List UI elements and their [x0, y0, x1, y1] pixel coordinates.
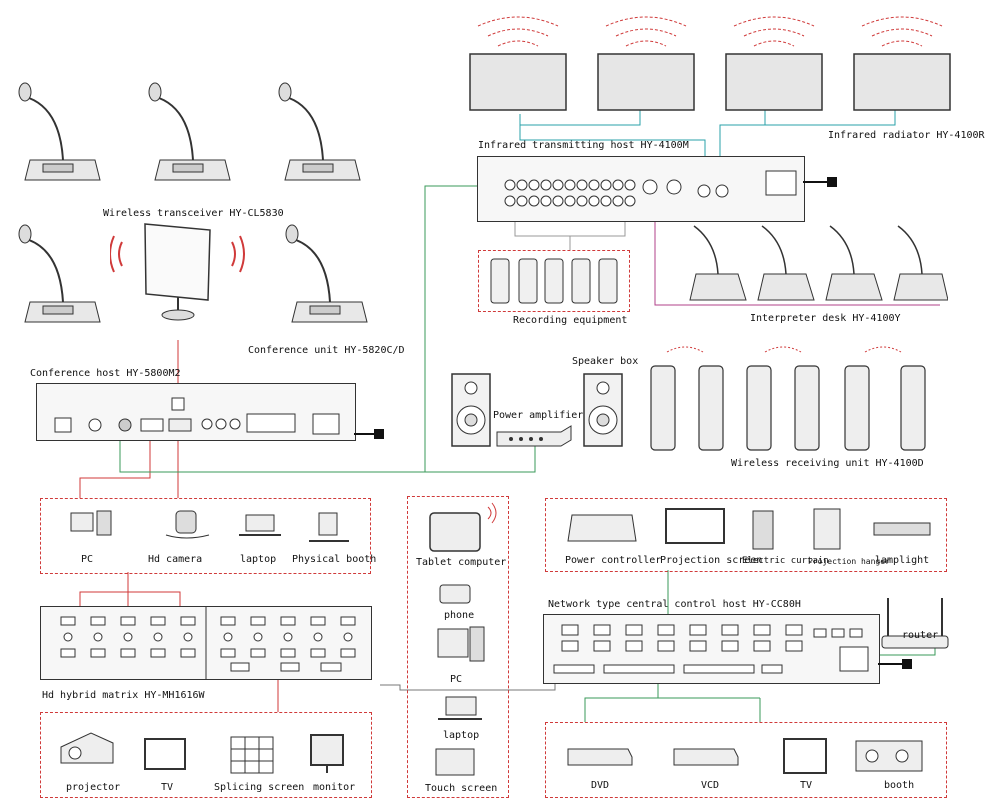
power-plug-host — [354, 429, 384, 439]
speaker-left — [451, 373, 491, 447]
label-media-tv: TV — [800, 780, 813, 791]
label-electric-curtain: Electric curtain — [742, 556, 829, 566]
recording-box — [478, 250, 630, 312]
wireless-receiving-units — [650, 346, 926, 451]
power-amplifier — [496, 425, 572, 447]
label-projection-screen: Projection screen — [660, 555, 763, 566]
ir-radiator-2 — [597, 16, 695, 111]
conference-mic-5 — [285, 224, 368, 323]
conference-host — [36, 383, 356, 441]
label-media-vcd: VCD — [701, 780, 720, 791]
label-input-camera: Hd camera — [148, 554, 203, 565]
label-conference-host: Conference host HY-5800M2 — [30, 368, 181, 379]
conference-mic-3 — [278, 82, 361, 181]
media-players-box — [545, 722, 947, 798]
label-central-control: Network type central control host HY-CC8… — [548, 599, 801, 610]
label-mobile-touch: Touch screen — [425, 783, 498, 794]
ir-radiator-3 — [725, 16, 823, 111]
label-matrix: Hd hybrid matrix HY-MH1616W — [42, 690, 205, 701]
label-lamplight: lamplight — [875, 555, 930, 566]
label-mobile-phone: phone — [444, 610, 475, 621]
label-input-laptop: laptop — [240, 554, 277, 565]
output-displays-box — [40, 712, 372, 798]
ir-radiator-1 — [469, 16, 567, 111]
label-mobile-laptop: laptop — [443, 730, 480, 741]
label-power-amplifier: Power amplifier — [493, 410, 584, 421]
label-media-dvd: DVD — [591, 780, 610, 791]
label-router: router — [902, 630, 939, 641]
conference-mic-2 — [148, 82, 231, 181]
label-output-monitor: monitor — [313, 782, 356, 793]
input-sources-box — [40, 498, 371, 574]
power-plug-control — [878, 659, 912, 669]
ir-transmitting-host — [477, 156, 805, 222]
label-projection-hanger: Projection hanger — [808, 557, 890, 566]
label-wireless-transceiver: Wireless transceiver HY-CL5830 — [103, 208, 284, 219]
wireless-transceiver — [110, 223, 245, 321]
speaker-right — [583, 373, 623, 447]
label-conference-unit: Conference unit HY-5820C/D — [248, 345, 405, 356]
label-output-projector: projector — [66, 782, 121, 793]
label-recording: Recording equipment — [513, 315, 628, 326]
mobile-devices-box — [407, 496, 509, 798]
label-media-booth: booth — [884, 780, 915, 791]
conference-mic-4 — [18, 224, 101, 323]
interpreter-desks — [689, 225, 948, 301]
hd-hybrid-matrix — [40, 606, 372, 680]
conference-mic-1 — [18, 82, 101, 181]
label-input-pc: PC — [81, 554, 94, 565]
label-input-booth: Physical booth — [292, 554, 377, 565]
router — [881, 598, 949, 649]
central-control-host — [543, 614, 880, 684]
label-power-controller: Power controller — [565, 555, 662, 566]
label-wireless-receiving: Wireless receiving unit HY-4100D — [731, 458, 924, 469]
label-speaker-box: Speaker box — [572, 356, 639, 367]
label-output-tv: TV — [161, 782, 174, 793]
label-output-splicing: Splicing screen — [214, 782, 305, 793]
label-mobile-pc: PC — [450, 674, 463, 685]
label-ir-host: Infrared transmitting host HY-4100M — [478, 140, 689, 151]
power-plug-ir — [803, 177, 837, 187]
ir-radiator-4 — [853, 16, 951, 111]
label-interpreter-desk: Interpreter desk HY-4100Y — [750, 313, 901, 324]
label-mobile-tablet: Tablet computer — [416, 557, 507, 568]
controlled-devices-box — [545, 498, 947, 572]
label-ir-radiator: Infrared radiator HY-4100R — [828, 130, 985, 141]
